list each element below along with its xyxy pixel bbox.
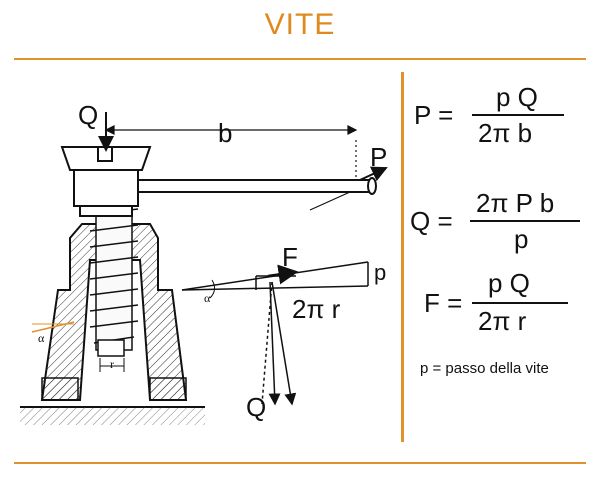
formula-p-bar <box>472 114 564 116</box>
formula-p-denominator: 2π b <box>478 118 533 148</box>
formula-q-denominator: p <box>514 224 529 254</box>
vertical-divider <box>401 72 404 442</box>
page-title: VITE <box>264 8 336 41</box>
formula-q-lhs: Q = <box>410 206 453 236</box>
label-q-top: Q <box>78 100 99 130</box>
label-p: P <box>370 142 388 172</box>
screw-thread <box>89 199 139 357</box>
top-divider <box>14 58 586 60</box>
alpha-angle-screw <box>31 321 75 333</box>
formula-p-lhs: P = <box>414 100 454 130</box>
dimension-b <box>104 125 358 180</box>
label-alpha-plane: α <box>204 291 211 305</box>
label-alpha-screw: α <box>38 331 45 345</box>
pitch-note: p = passo della vite <box>420 360 549 377</box>
jack-head <box>60 146 152 217</box>
formula-f-numerator: p Q <box>488 268 530 298</box>
jack-body <box>40 223 188 401</box>
label-f: F <box>282 242 298 272</box>
formula-q-numerator: 2π P b <box>476 188 555 218</box>
formula-p-numerator: p Q <box>496 82 538 112</box>
lever-arm <box>137 177 377 211</box>
label-b: b <box>218 118 233 148</box>
formula-f-denominator: 2π r <box>478 306 527 336</box>
bottom-divider <box>14 462 586 464</box>
label-2pi-r: 2π r <box>292 294 341 324</box>
formula-f-lhs: F = <box>424 288 463 318</box>
force-p-arrow <box>359 166 388 182</box>
force-q-vectors <box>261 281 297 406</box>
dimension-r <box>99 358 125 372</box>
formula-f-bar <box>472 302 568 304</box>
force-f-arrow <box>267 264 299 285</box>
label-pitch-small: p <box>374 260 387 285</box>
formula-q-bar <box>470 220 580 222</box>
ground <box>20 406 205 425</box>
label-r: r <box>110 357 114 371</box>
label-q-bottom: Q <box>246 392 267 422</box>
